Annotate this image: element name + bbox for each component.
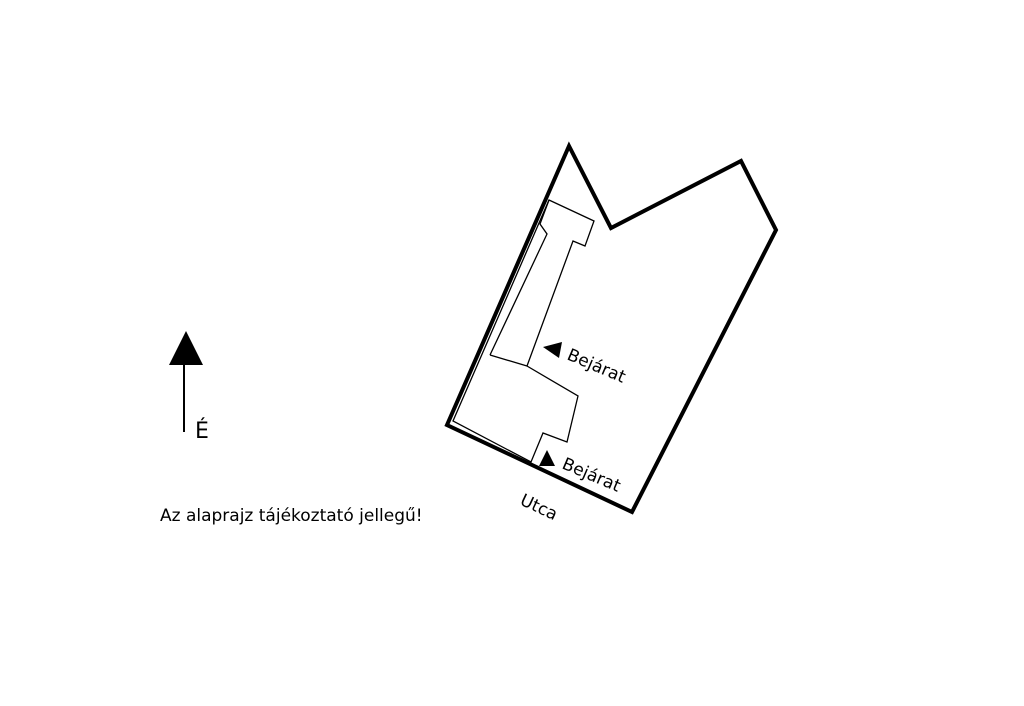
north-arrow-head [169,331,203,365]
building-inner-wall [489,199,550,356]
north-label: É [195,418,209,444]
entrance-top-label: Bejárat [564,345,629,388]
disclaimer-text: Az alaprajz tájékoztató jellegű! [160,506,423,526]
entrance-bottom-icon [539,450,555,466]
street-label: Utca [517,490,561,525]
building-inner-wall-connector [489,354,528,367]
building-outline [452,199,595,463]
entrance-bottom-label: Bejárat [559,454,624,497]
entrance-top-icon [543,342,562,358]
north-arrow-icon [169,331,203,432]
lot-boundary [444,141,779,515]
